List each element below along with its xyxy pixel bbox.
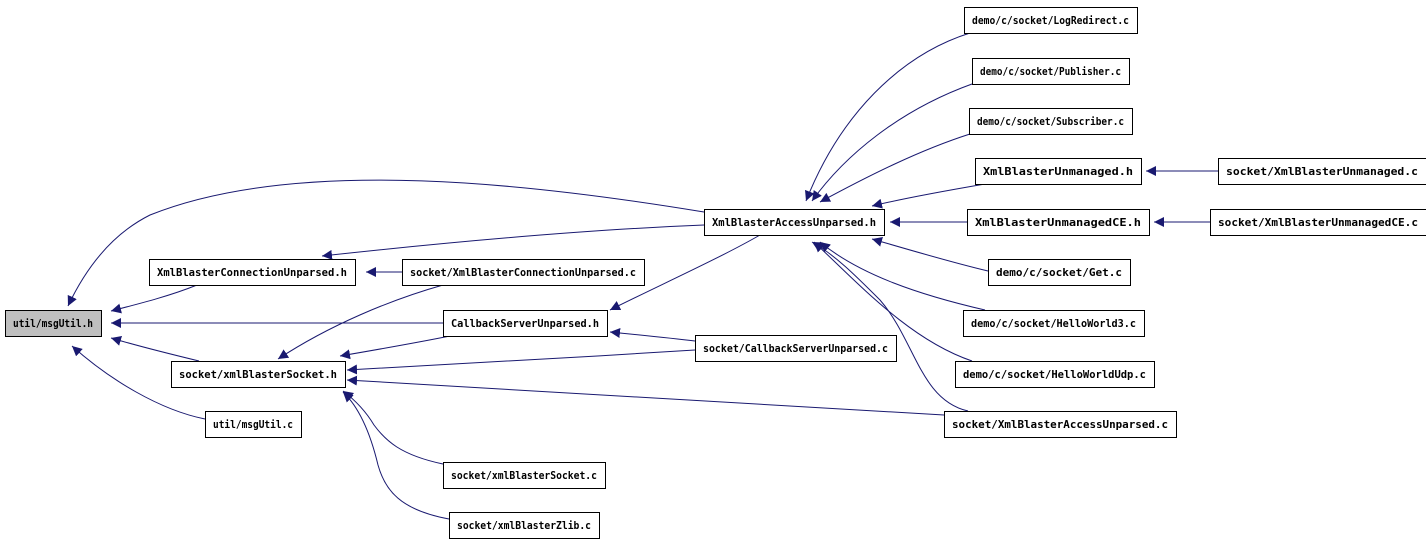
edge-helloworld3-c-to-xbau-h xyxy=(819,241,986,311)
node-label: socket/XmlBlasterUnmanaged.c xyxy=(1226,165,1418,178)
nodes: util/msgUtil.h XmlBlasterConnectionUnpars… xyxy=(5,7,1426,539)
edge-msgutil-c-to-msgutil-h xyxy=(71,345,206,420)
node-box xyxy=(443,462,606,489)
edge-xbau-h-to-msgutil-h xyxy=(67,179,705,307)
node-publisher-c[interactable]: demo/c/socket/Publisher.c xyxy=(972,58,1130,85)
node-label: demo/c/socket/LogRedirect.c xyxy=(972,14,1129,27)
node-box xyxy=(205,411,302,438)
edge-xbum-h-to-xbau-h xyxy=(871,183,986,209)
node-subscriber-c[interactable]: demo/c/socket/Subscriber.c xyxy=(969,108,1133,135)
node-msgutil-c[interactable]: util/msgUtil.c xyxy=(205,411,302,438)
edge-xbs-h-to-msgutil-h xyxy=(110,336,200,362)
node-box xyxy=(695,335,897,362)
node-xbumce-h[interactable]: XmlBlasterUnmanagedCE.h xyxy=(967,209,1150,236)
node-helloworld3-c[interactable]: demo/c/socket/HelloWorld3.c xyxy=(963,310,1145,337)
node-label: socket/XmlBlasterConnectionUnparsed.c xyxy=(410,266,636,279)
node-box xyxy=(964,7,1138,34)
edge-publisher-c-to-xbau-h xyxy=(811,83,973,202)
node-label: util/msgUtil.h xyxy=(13,317,93,330)
node-label: socket/xmlBlasterSocket.h xyxy=(179,368,337,381)
edge-helloworldudp-c-to-xbau-h xyxy=(813,241,973,362)
edges xyxy=(67,32,1219,520)
node-get-c[interactable]: demo/c/socket/Get.c xyxy=(988,259,1131,286)
node-xbum-c[interactable]: socket/XmlBlasterUnmanaged.c xyxy=(1218,158,1426,185)
edge-xbau-h-to-xbcu-h xyxy=(321,224,705,260)
node-xbcu-h[interactable]: XmlBlasterConnectionUnparsed.h xyxy=(149,259,356,286)
node-csu-c[interactable]: socket/CallbackServerUnparsed.c xyxy=(695,335,897,362)
edge-logredirect-c-to-xbau-h xyxy=(805,32,971,202)
node-box xyxy=(1218,158,1426,185)
node-xbz-c[interactable]: socket/xmlBlasterZlib.c xyxy=(449,512,600,539)
node-label: demo/c/socket/Subscriber.c xyxy=(977,115,1124,128)
node-box xyxy=(969,108,1133,135)
node-box xyxy=(1210,209,1426,236)
node-xbumce-c[interactable]: socket/XmlBlasterUnmanagedCE.c xyxy=(1210,209,1426,236)
node-label: XmlBlasterConnectionUnparsed.h xyxy=(157,266,347,279)
node-label: demo/c/socket/Get.c xyxy=(996,266,1122,279)
node-box xyxy=(972,58,1130,85)
node-box xyxy=(5,310,102,337)
node-label: util/msgUtil.c xyxy=(213,418,293,431)
node-box xyxy=(402,259,645,286)
node-csu-h[interactable]: CallbackServerUnparsed.h xyxy=(443,310,608,337)
edge-xbcu-h-to-msgutil-h xyxy=(110,284,198,314)
node-xbau-h[interactable]: XmlBlasterAccessUnparsed.h xyxy=(704,209,885,236)
node-label: socket/XmlBlasterUnmanagedCE.c xyxy=(1218,216,1418,229)
node-box xyxy=(944,411,1177,438)
node-box xyxy=(704,209,885,236)
node-box xyxy=(975,158,1142,185)
edge-subscriber-c-to-xbau-h xyxy=(819,133,971,203)
node-xbum-h[interactable]: XmlBlasterUnmanaged.h xyxy=(975,158,1142,185)
node-xbcu-c[interactable]: socket/XmlBlasterConnectionUnparsed.c xyxy=(402,259,645,286)
node-xbs-c[interactable]: socket/xmlBlasterSocket.c xyxy=(443,462,606,489)
edge-xbau-c-to-xbau-h xyxy=(811,241,969,412)
node-helloworldudp-c[interactable]: demo/c/socket/HelloWorldUdp.c xyxy=(955,361,1155,388)
node-box xyxy=(988,259,1131,286)
node-xbau-c[interactable]: socket/XmlBlasterAccessUnparsed.c xyxy=(944,411,1177,438)
node-msgutil-h: util/msgUtil.h xyxy=(5,310,102,337)
node-box xyxy=(449,512,600,539)
edge-csu-c-to-csu-h xyxy=(609,328,696,342)
node-label: demo/c/socket/HelloWorldUdp.c xyxy=(963,368,1146,381)
node-label: socket/XmlBlasterAccessUnparsed.c xyxy=(952,418,1168,431)
edge-csu-c-to-xbs-h xyxy=(346,349,696,375)
node-label: XmlBlasterUnmanagedCE.h xyxy=(975,216,1141,229)
node-box xyxy=(443,310,608,337)
node-box xyxy=(967,209,1150,236)
node-logredirect-c[interactable]: demo/c/socket/LogRedirect.c xyxy=(964,7,1138,34)
node-label: CallbackServerUnparsed.h xyxy=(451,317,599,330)
edge-csu-h-to-xbs-h xyxy=(339,335,451,360)
edge-xbau-c-to-xbs-h xyxy=(346,375,945,416)
node-label: demo/c/socket/Publisher.c xyxy=(980,65,1121,78)
node-box xyxy=(955,361,1155,388)
node-label: socket/xmlBlasterSocket.c xyxy=(451,469,597,482)
node-label: demo/c/socket/HelloWorld3.c xyxy=(971,317,1136,330)
edge-xbau-h-to-csu-h xyxy=(609,234,761,311)
edge-xbs-c-to-xbs-h xyxy=(342,390,444,465)
node-label: socket/CallbackServerUnparsed.c xyxy=(703,342,888,355)
node-label: socket/xmlBlasterZlib.c xyxy=(457,519,591,532)
node-xbs-h[interactable]: socket/xmlBlasterSocket.h xyxy=(171,361,346,388)
node-box xyxy=(171,361,346,388)
node-box xyxy=(149,259,356,286)
node-label: XmlBlasterAccessUnparsed.h xyxy=(712,216,876,229)
edge-xbcu-c-to-xbs-h xyxy=(277,284,444,360)
edge-get-c-to-xbau-h xyxy=(871,236,989,272)
edge-xbz-c-to-xbs-h xyxy=(342,391,450,520)
node-box xyxy=(963,310,1145,337)
node-label: XmlBlasterUnmanaged.h xyxy=(983,165,1133,178)
